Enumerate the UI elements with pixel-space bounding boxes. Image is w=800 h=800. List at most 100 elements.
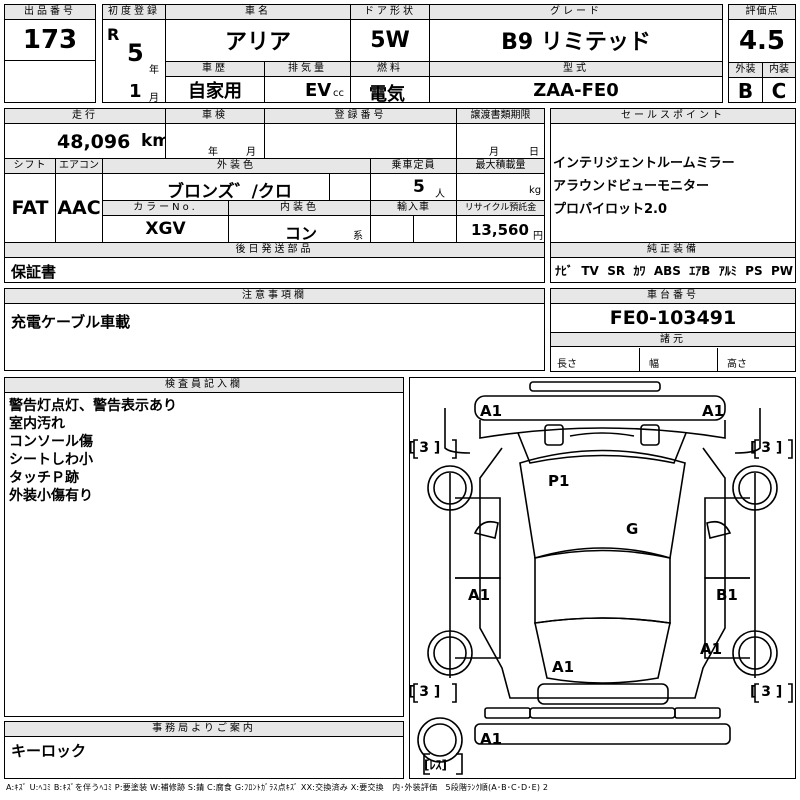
model: ZAA-FE0 [533,79,619,101]
office-label: 事務局よりご案内 [5,722,403,737]
tire-tread: [ 3 ] [409,440,441,456]
import-divider [413,216,414,242]
damage-mark: A1 [468,586,491,604]
door-label: ドア形状 [351,5,429,20]
spare-tire: [ﾚｽ] [424,758,447,772]
score: 4.5 [738,26,786,56]
capacity-cell: 乗車定員 5 人 [370,158,457,201]
damage-mark: P1 [548,472,570,490]
inspector-cell: 検査員記入欄 警告灯点灯、警告表示あり 室内汚れ コンソール傷 シートしわ小 タ… [4,377,404,717]
max-load-label: 最大積載量 [457,159,544,174]
displacement-cell: 排気量 EV cc [264,61,351,103]
door: 5W [370,27,410,53]
lot-number-cell: 出品番号 173 [4,4,96,61]
spec-divider [639,348,640,371]
ac-label: エアコン [56,159,102,174]
inspector-line: シートしわ小 [9,452,93,468]
mileage-label: 走行 [5,109,165,124]
sales-points-cell: セールスポイント インテリジェントルームミラー アラウンドビューモニター プロパ… [550,108,796,243]
equipment-item: PW [770,264,793,278]
capacity-label: 乗車定員 [371,159,456,174]
sales-point: インテリジェントルームミラー [553,156,735,171]
reg-month: 1 [129,81,142,102]
displacement-unit: cc [333,88,344,99]
history-cell: 車歴 自家用 [165,61,265,103]
exterior-grade: B [737,78,754,103]
sales-point: アラウンドビューモニター [553,179,710,194]
shift: FAT [11,197,49,219]
interior-grade-cell: 内装 C [762,62,796,103]
interior-grade-label: 内装 [763,63,795,78]
recycle-label: リサイクル預託金 [457,201,544,216]
spec-label: 諸元 [551,332,795,347]
recycle-unit: 円 [533,231,543,242]
score-cell: 評価点 4.5 [728,4,796,63]
inspector-line: コンソール傷 [9,434,93,450]
color-no-label: カラーNo. [103,201,228,216]
recycle-cell: リサイクル預託金 13,560 円 [456,200,545,243]
fuel-label: 燃料 [351,62,429,77]
int-color: コン [285,224,318,243]
caution-label: 注意事項欄 [5,289,544,304]
model-label: 型式 [430,62,722,77]
inspection-year-unit: 年 [208,147,218,158]
grade-cell: グレード B9 リミテッド [429,4,723,62]
equipment-item: ﾅﾋﾞ [555,264,574,278]
mileage-cell: 走行 48,096 km [4,108,166,159]
import-cell: 輸入車 [370,200,457,243]
model-cell: 型式 ZAA-FE0 [429,61,723,103]
reg-year: 5 [127,39,144,67]
legend: A:ｷｽﾞ U:ﾍｺﾐ B:ｷｽﾞを伴うﾍｺﾐ P:要塗装 W:補修跡 S:錆 … [6,783,549,792]
equipment-label: 純正装備 [551,243,795,258]
max-load-unit: kg [529,185,542,196]
year-unit: 年 [149,65,159,76]
office-cell: 事務局よりご案内 キーロック [4,721,404,779]
equipment-item: ｴｱB [689,264,711,278]
capacity: 5 [413,177,425,197]
damage-mark: B1 [716,586,738,604]
car-diagram: A1 A1 P1 G A1 B1 A1 A1 A1 [ 3 ] [ 3 ] [ … [409,377,796,779]
displacement-label: 排気量 [265,62,350,77]
grade: B9 リミテッド [501,30,651,55]
first-registration-cell: 初度登録 R 5 年 1 月 [102,4,166,103]
equipment-item: ABS [653,264,681,278]
equipment-item: PS [745,264,763,278]
shift-label: シフト [5,159,55,174]
inspection-label: 車検 [166,109,264,124]
exterior-grade-cell: 外装 B [728,62,763,103]
mileage: 48,096 [57,131,131,153]
inspector-line: 外装小傷有り [9,488,93,504]
tire-tread: [ 3 ] [750,684,783,700]
damage-mark: A1 [700,640,723,658]
lot-number-label: 出品番号 [5,5,95,20]
damage-mark: G [626,520,639,538]
ac-cell: エアコン AAC [55,158,103,243]
import-label: 輸入車 [371,201,456,216]
mileage-unit: km [141,131,165,151]
inspector-line: 室内汚れ [9,416,65,432]
later-parts-label: 後日発送部品 [5,243,544,258]
reg-number-label: 登録番号 [265,109,456,124]
history: 自家用 [188,81,242,102]
lot-number: 173 [22,25,78,55]
ext-color-divider [329,174,330,200]
ext-color: ブロンズ゛/クロ [167,182,292,201]
inspector-label: 検査員記入欄 [5,378,403,393]
equipment-item: TV [581,264,599,278]
later-parts-cell: 後日発送部品 保証書 [4,242,545,283]
first-registration-label: 初度登録 [103,5,165,20]
era: R [107,25,120,44]
score-label: 評価点 [729,5,795,20]
int-color-suffix: 系 [353,231,363,242]
ext-color-label: 外装色 [103,159,370,174]
caution-cell: 注意事項欄 充電ケーブル車載 [4,288,545,371]
damage-mark: A1 [480,402,503,420]
car-name: アリア [224,30,291,55]
shift-cell: シフト FAT [4,158,56,243]
equipment-item: ｱﾙﾐ [718,264,737,278]
chassis-number: FE0-103491 [609,307,737,329]
max-load-cell: 最大積載量 kg [456,158,545,201]
color-no: XGV [145,219,186,239]
history-label: 車歴 [166,62,264,77]
door-cell: ドア形状 5W [350,4,430,62]
